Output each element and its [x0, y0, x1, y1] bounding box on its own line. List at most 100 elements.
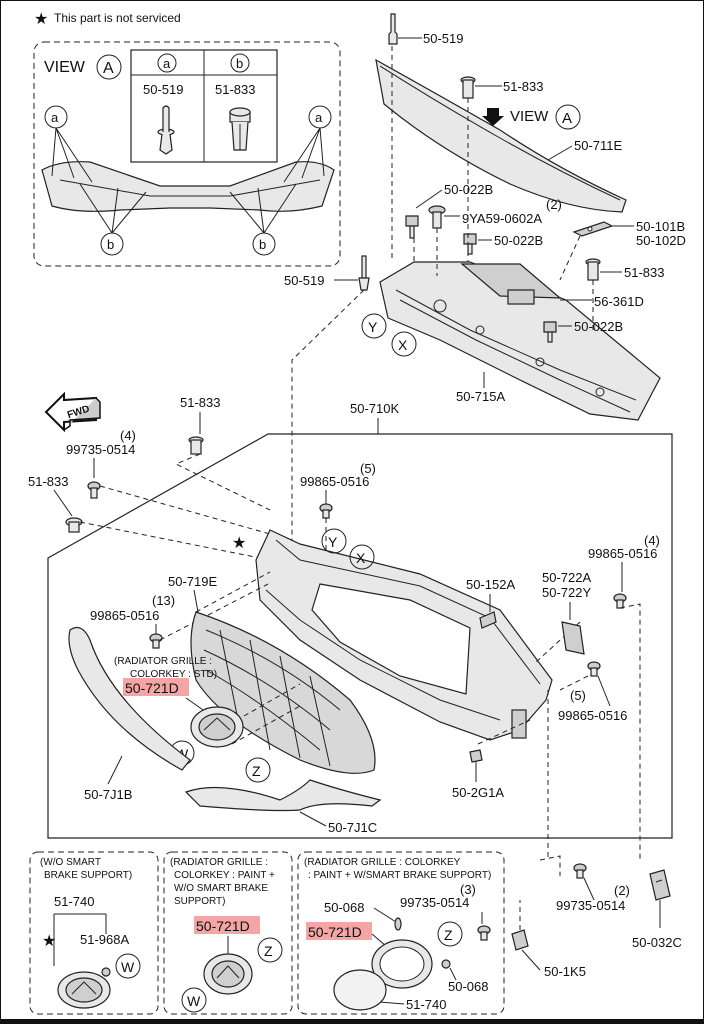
bolt-9ya59 [428, 205, 446, 229]
box2-highlight [194, 916, 260, 934]
view-arrow-label: VIEW [510, 108, 549, 125]
option-box-wo-smart-brake: (W/O SMART BRAKE SUPPORT) 51-740 ★ 51-96… [29, 851, 159, 1015]
callout-b-right: b [259, 237, 266, 252]
label-51-833-mid: 51-833 [624, 265, 664, 280]
callout-a-right: a [315, 110, 323, 125]
label-50-710k: 50-710K [350, 401, 399, 416]
box3-emblem-frame [371, 917, 433, 989]
view-a-title: VIEW [44, 59, 86, 76]
grille-assembly-frame [47, 433, 673, 839]
radiator-note-1: (RADIATOR GRILLE : [114, 656, 212, 667]
box3-screw-99735 [477, 925, 491, 941]
screw-99865-left [149, 633, 163, 649]
label-50-7j1b: 50-7J1B [84, 787, 132, 802]
table-col-b: b [236, 56, 243, 71]
screw-99735-left [87, 481, 101, 499]
top-cover-50-711e [375, 58, 627, 213]
highlight-50-721d [123, 678, 189, 696]
table-part-b: 51-833 [215, 82, 255, 97]
bracket-50-101b [572, 221, 614, 237]
clip-51-833-mid [585, 258, 601, 281]
mesh-grille-50-719e [190, 611, 376, 774]
note-text: This part is not serviced [54, 11, 181, 25]
box3-note-2: : PAINT + W/SMART BRAKE SUPPORT) [308, 870, 491, 881]
circle-y-lower: Y [328, 534, 338, 550]
box1-label-51-968a: 51-968A [80, 932, 129, 947]
box3-label-50-721d: 50-721D [308, 924, 362, 940]
screw-99865-top [319, 503, 333, 519]
view-a-panel: VIEW A a b 50-519 51-833 a a [33, 41, 341, 267]
label-50-022b-1: 50-022B [444, 182, 493, 197]
clip-51-833-top [460, 76, 476, 99]
pin-50-519-top [388, 13, 398, 45]
label-50-519-top: 50-519 [423, 31, 463, 46]
bracket-50-722a [561, 621, 585, 655]
label-50-722y: 50-722Y [542, 585, 591, 600]
label-56-361d: 56-361D [594, 294, 644, 309]
box1-note-1: (W/O SMART [40, 857, 101, 868]
label-50-519-left: 50-519 [284, 273, 324, 288]
clip-50-2g1a [469, 749, 483, 763]
view-a-letter: A [103, 60, 114, 77]
clip-50-152a [479, 611, 497, 629]
label-99865-qty-1: (5) [360, 461, 376, 476]
bracket-50-032c [649, 869, 671, 901]
box3-circle-z: Z [444, 927, 453, 943]
circle-z-main: Z [252, 763, 261, 779]
screw-99735-bottom-right [573, 863, 587, 879]
label-50-722a: 50-722A [542, 570, 591, 585]
note-star-icon: ★ [34, 11, 48, 28]
box3-note-1: (RADIATOR GRILLE : COLORKEY [304, 857, 461, 868]
box3-highlight [306, 922, 372, 940]
down-arrow-icon [482, 108, 504, 126]
emblem-box2 [203, 953, 253, 995]
label-99865-4: 99865-0516 [558, 708, 627, 723]
grille-frame-50-710k [255, 529, 553, 741]
label-50-721d-main: 50-721D [125, 680, 179, 696]
option-box-paint-w-smart-brake: (RADIATOR GRILLE : COLORKEY : PAINT + W/… [297, 851, 505, 1015]
callout-b-left: b [107, 237, 114, 252]
label-50-1k5: 50-1K5 [544, 964, 586, 979]
pin-50-519-left [358, 255, 370, 291]
callout-a-left: a [51, 110, 59, 125]
box2-label-50-721d: 50-721D [196, 918, 250, 934]
emblem-50-721d [190, 706, 244, 748]
bolt-50-022b-1 [405, 215, 419, 239]
screw-99865-right [613, 593, 627, 609]
view-arrow-letter: A [562, 110, 572, 127]
box1-circle-w: W [121, 959, 135, 975]
box2-note-1: (RADIATOR GRILLE : [170, 857, 268, 868]
label-51-833-left2: 51-833 [28, 474, 68, 489]
molding-50-7j1b [68, 627, 191, 771]
circle-x-lower: X [356, 550, 366, 566]
label-50-711e: 50-711E [574, 138, 623, 153]
label-99865-1: 99865-0516 [300, 474, 369, 489]
label-50-719e: 50-719E [168, 574, 217, 589]
push-clip-icon [229, 107, 251, 151]
circle-x-upper: X [398, 337, 408, 353]
box3-label-51-740: 51-740 [406, 997, 446, 1012]
emblem-51-740-box1 [57, 971, 111, 1009]
table-part-a: 50-519 [143, 82, 183, 97]
label-99865-2: 99865-0516 [588, 546, 657, 561]
box2-circle-z: Z [264, 943, 273, 959]
shroud-50-715a [379, 261, 661, 421]
bolt-50-022b-2 [463, 233, 477, 255]
box2-circle-w: W [187, 993, 201, 1009]
label-50-715a: 50-715A [456, 389, 505, 404]
box3-label-50-068-1: 50-068 [324, 900, 364, 915]
label-50-2g1a: 50-2G1A [452, 785, 504, 800]
clip-50-1k5 [511, 929, 529, 951]
label-50-032c: 50-032C [632, 935, 682, 950]
radiator-note-2: COLORKEY : STD) [130, 669, 217, 680]
box1-note-2: BRAKE SUPPORT) [44, 870, 132, 881]
label-99865-qty-2: (4) [644, 533, 660, 548]
label-99735-1: 99735-0514 [66, 442, 135, 457]
cover-view-shape [41, 161, 335, 212]
molding-50-7j1c [184, 779, 382, 812]
circle-y-upper: Y [368, 319, 378, 335]
box2-note-2: COLORKEY : PAINT + [174, 870, 275, 881]
bolt-50-022b-3 [543, 321, 557, 343]
label-99865-qty-4: (5) [570, 688, 586, 703]
